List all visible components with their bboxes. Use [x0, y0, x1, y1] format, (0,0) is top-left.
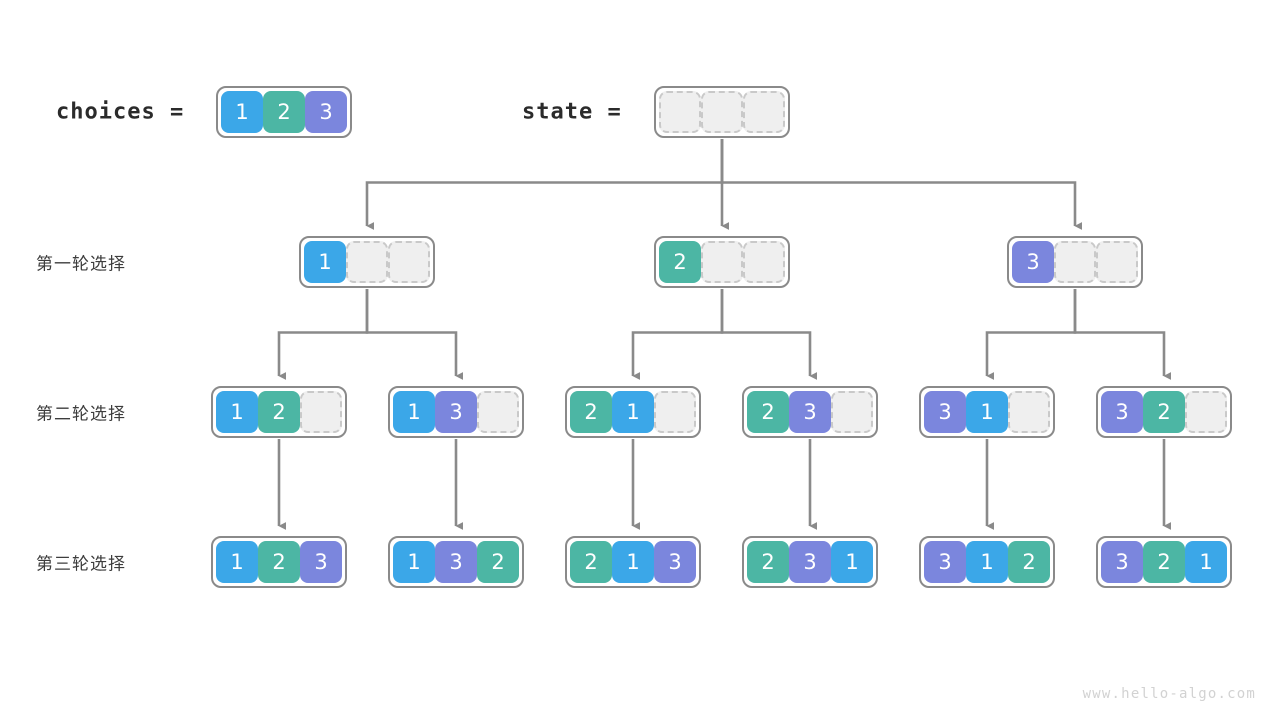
state-empty-slot-2	[743, 91, 785, 133]
node-empty-slot-2	[300, 391, 342, 433]
node-cell-1: 1	[966, 541, 1008, 583]
node-cell-1: 2	[258, 391, 300, 433]
node-empty-slot-2	[743, 241, 785, 283]
node-cell-2: 1	[1185, 541, 1227, 583]
node-empty-slot-2	[1096, 241, 1138, 283]
node-cell-0: 1	[393, 541, 435, 583]
row-label-1: 第一轮选择	[36, 254, 126, 275]
node-cell-0: 2	[659, 241, 701, 283]
node-cell-1: 1	[966, 391, 1008, 433]
node-empty-slot-2	[654, 391, 696, 433]
node-empty-slot-1	[701, 241, 743, 283]
connector	[365, 289, 463, 380]
state-label: state =	[522, 99, 622, 125]
node-cell-1: 3	[435, 541, 477, 583]
choices-cell-1: 2	[263, 91, 305, 133]
node-cell-0: 3	[1012, 241, 1054, 283]
node-cell-1: 1	[612, 541, 654, 583]
connector	[365, 139, 724, 230]
node-empty-slot-1	[1054, 241, 1096, 283]
state-array	[654, 86, 790, 138]
node-cell-0: 1	[216, 391, 258, 433]
node-cell-1: 1	[612, 391, 654, 433]
node-cell-0: 2	[570, 541, 612, 583]
node-cell-1: 2	[1143, 541, 1185, 583]
node-cell-2: 3	[654, 541, 696, 583]
node-cell-0: 3	[924, 541, 966, 583]
connector	[985, 289, 1077, 380]
node-cell-0: 2	[570, 391, 612, 433]
node-cell-2: 3	[300, 541, 342, 583]
node-cell-2: 2	[477, 541, 519, 583]
node-cell-1: 3	[435, 391, 477, 433]
node-empty-slot-2	[1185, 391, 1227, 433]
node-cell-0: 2	[747, 541, 789, 583]
node-cell-0: 3	[1101, 541, 1143, 583]
tree-node: 1	[299, 236, 435, 288]
node-cell-0: 1	[216, 541, 258, 583]
choices-cell-0: 1	[221, 91, 263, 133]
node-cell-2: 2	[1008, 541, 1050, 583]
state-empty-slot-1	[701, 91, 743, 133]
watermark: www.hello-algo.com	[1082, 686, 1256, 702]
node-cell-0: 3	[1101, 391, 1143, 433]
node-empty-slot-2	[1008, 391, 1050, 433]
row-label-3: 第三轮选择	[36, 554, 126, 575]
choices-cell-2: 3	[305, 91, 347, 133]
node-cell-1: 2	[1143, 391, 1185, 433]
node-cell-1: 2	[258, 541, 300, 583]
node-empty-slot-2	[388, 241, 430, 283]
tree-node: 3	[1007, 236, 1143, 288]
node-empty-slot-1	[346, 241, 388, 283]
tree-node: 2	[654, 236, 790, 288]
node-cell-1: 3	[789, 391, 831, 433]
connector	[1073, 289, 1171, 380]
node-cell-1: 3	[789, 541, 831, 583]
node-cell-0: 1	[304, 241, 346, 283]
row-label-2: 第二轮选择	[36, 404, 126, 425]
connector	[277, 289, 369, 380]
node-empty-slot-2	[477, 391, 519, 433]
connector	[720, 289, 817, 380]
node-cell-0: 2	[747, 391, 789, 433]
node-cell-0: 3	[924, 391, 966, 433]
node-empty-slot-2	[831, 391, 873, 433]
state-empty-slot-0	[659, 91, 701, 133]
connector	[720, 139, 1082, 230]
node-cell-0: 1	[393, 391, 435, 433]
choices-label: choices =	[56, 99, 185, 125]
connector	[631, 289, 724, 380]
node-cell-2: 1	[831, 541, 873, 583]
